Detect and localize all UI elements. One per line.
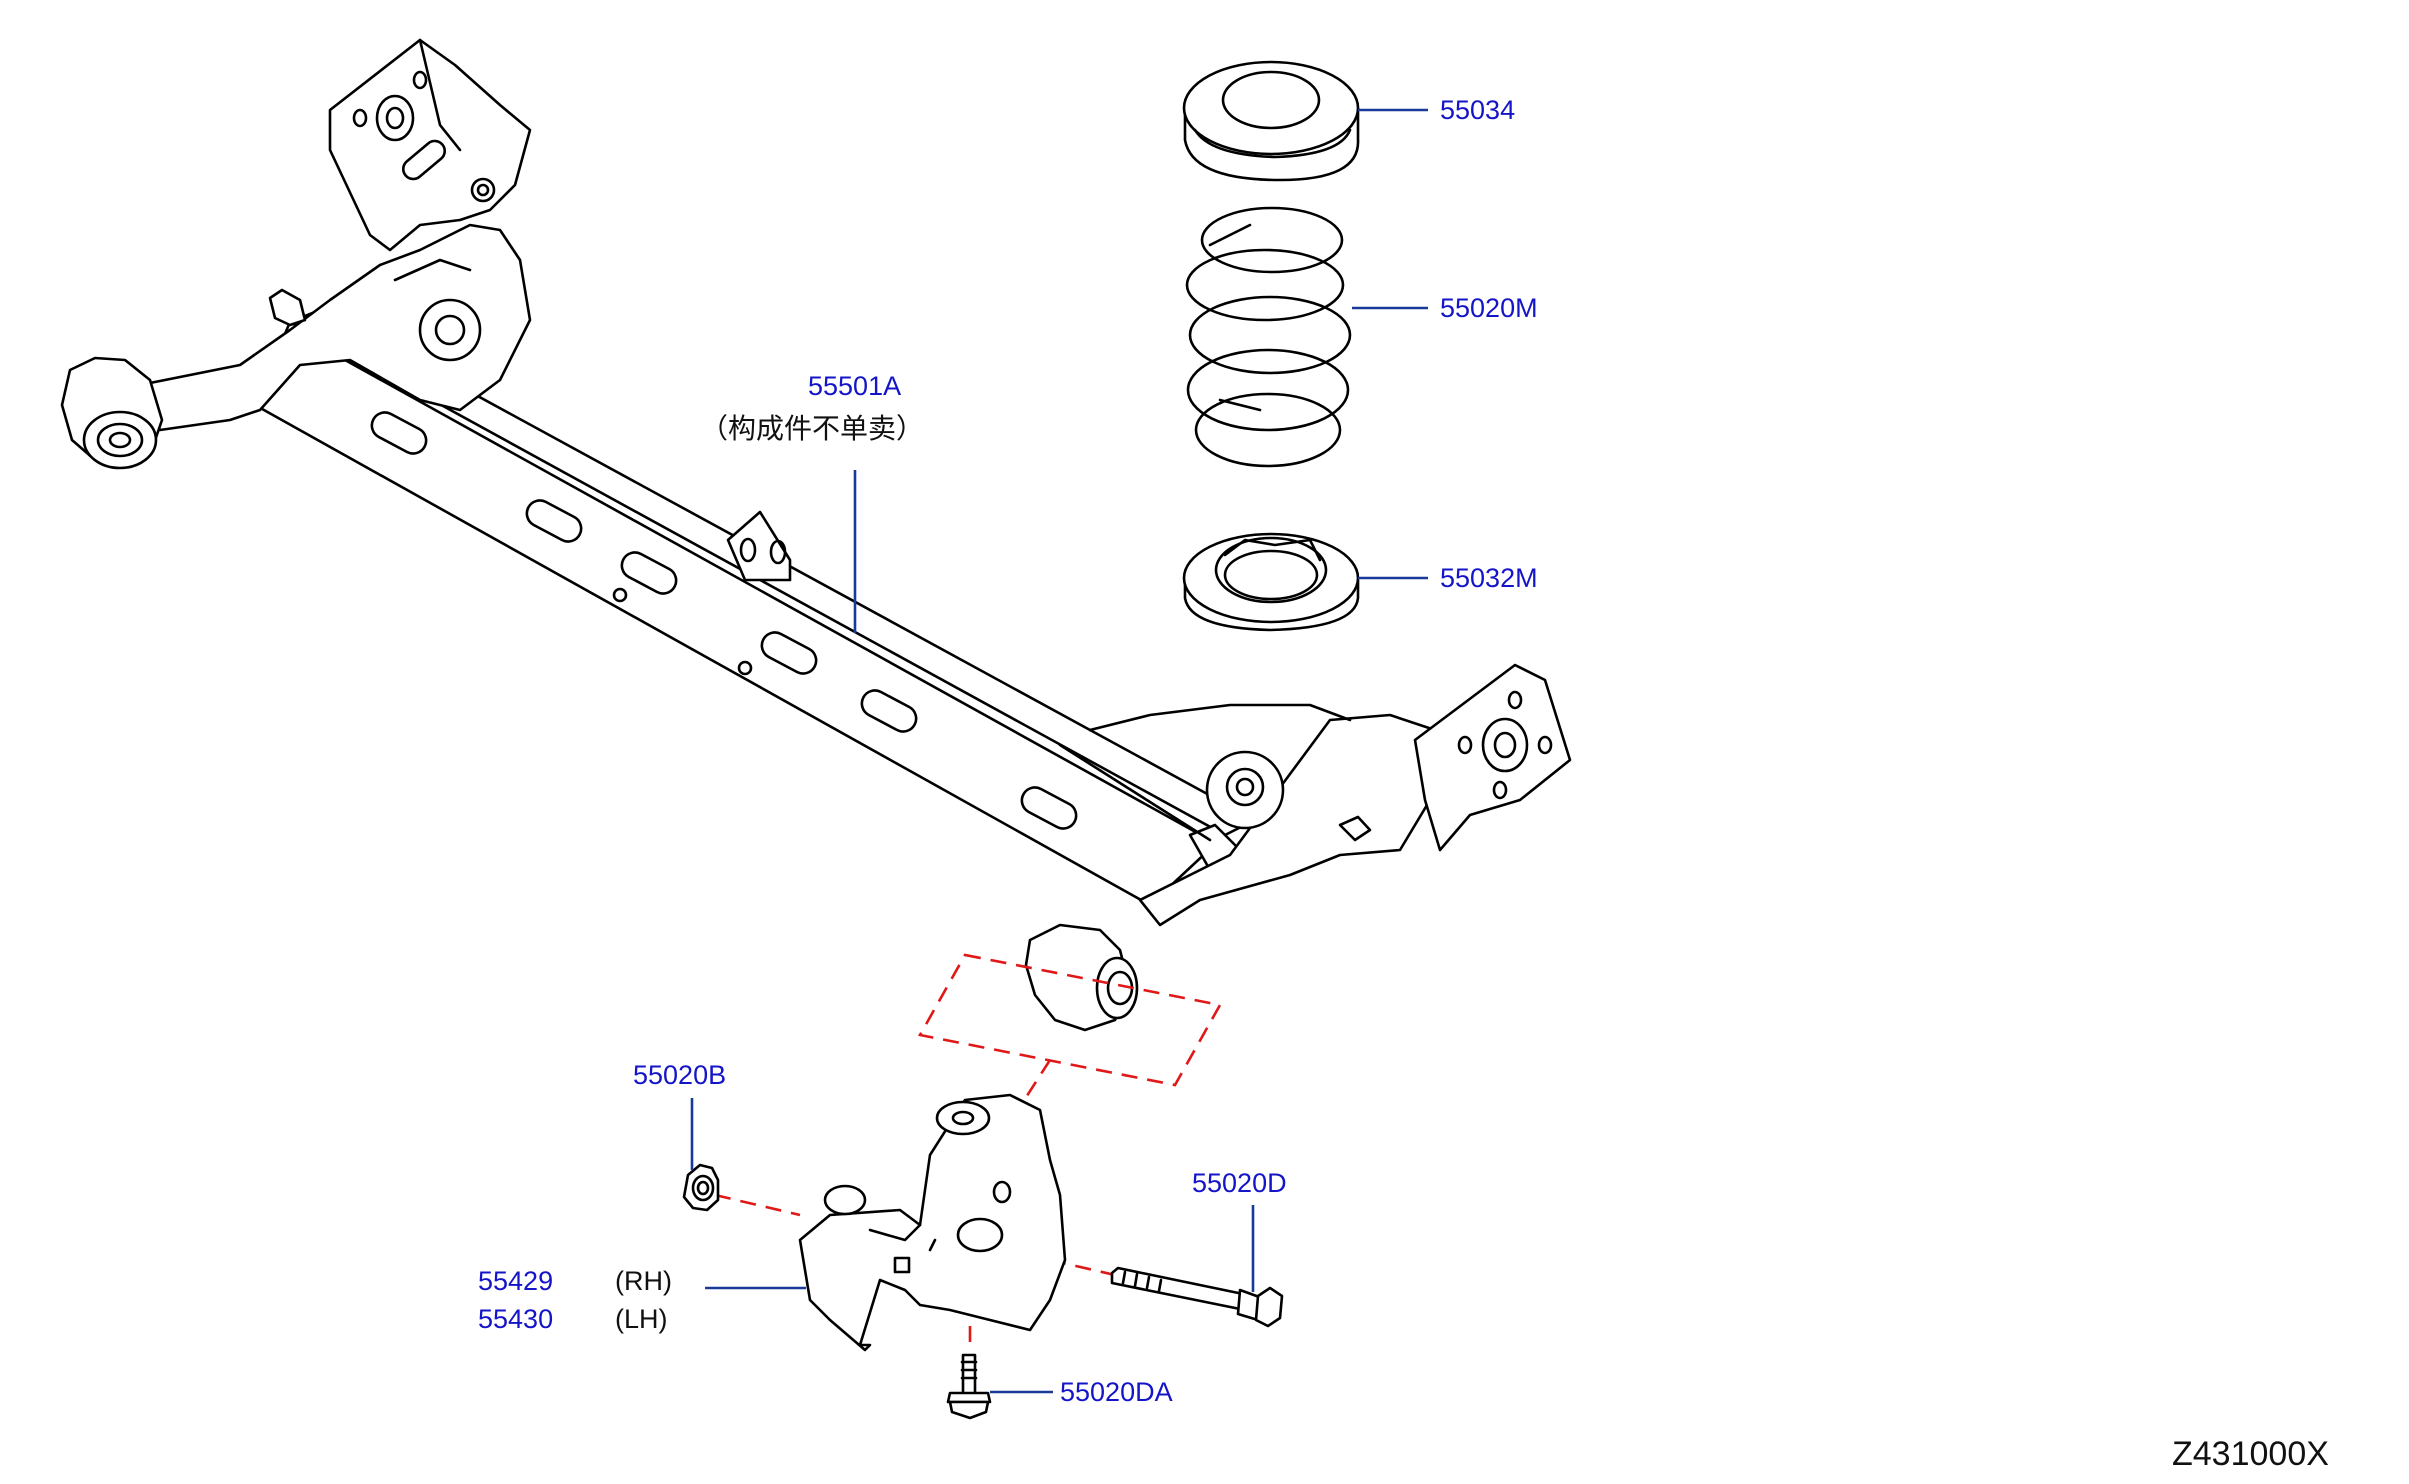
rear-axle-beam	[60, 38, 1572, 1032]
flange-nut-55020B	[682, 1163, 720, 1212]
label-55020B: 55020B	[633, 1060, 726, 1090]
bolt-55020DA	[946, 1353, 992, 1420]
label-55429: 55429	[478, 1266, 553, 1296]
label-55501A-note: （构成件不单卖）	[700, 412, 924, 445]
bolt-55020D	[1110, 1266, 1284, 1328]
label-55020D: 55020D	[1192, 1168, 1287, 1198]
label-55032M: 55032M	[1440, 563, 1538, 593]
label-55430-side: (LH)	[615, 1304, 668, 1334]
label-55429-side: (RH)	[615, 1266, 672, 1296]
label-55020DA: 55020DA	[1060, 1377, 1173, 1407]
label-55034: 55034	[1440, 95, 1515, 125]
diagram-code: Z431000X	[2172, 1435, 2329, 1473]
upper-spring-seat-55034	[1182, 60, 1360, 182]
label-55430: 55430	[478, 1304, 553, 1334]
leader-lines	[690, 108, 1428, 1394]
label-55501A: 55501A	[808, 371, 901, 401]
coil-spring-55020M	[1185, 206, 1352, 468]
label-55020M: 55020M	[1440, 293, 1538, 323]
lower-spring-seat-55032M	[1182, 532, 1360, 632]
bushing-bracket	[798, 1093, 1067, 1352]
